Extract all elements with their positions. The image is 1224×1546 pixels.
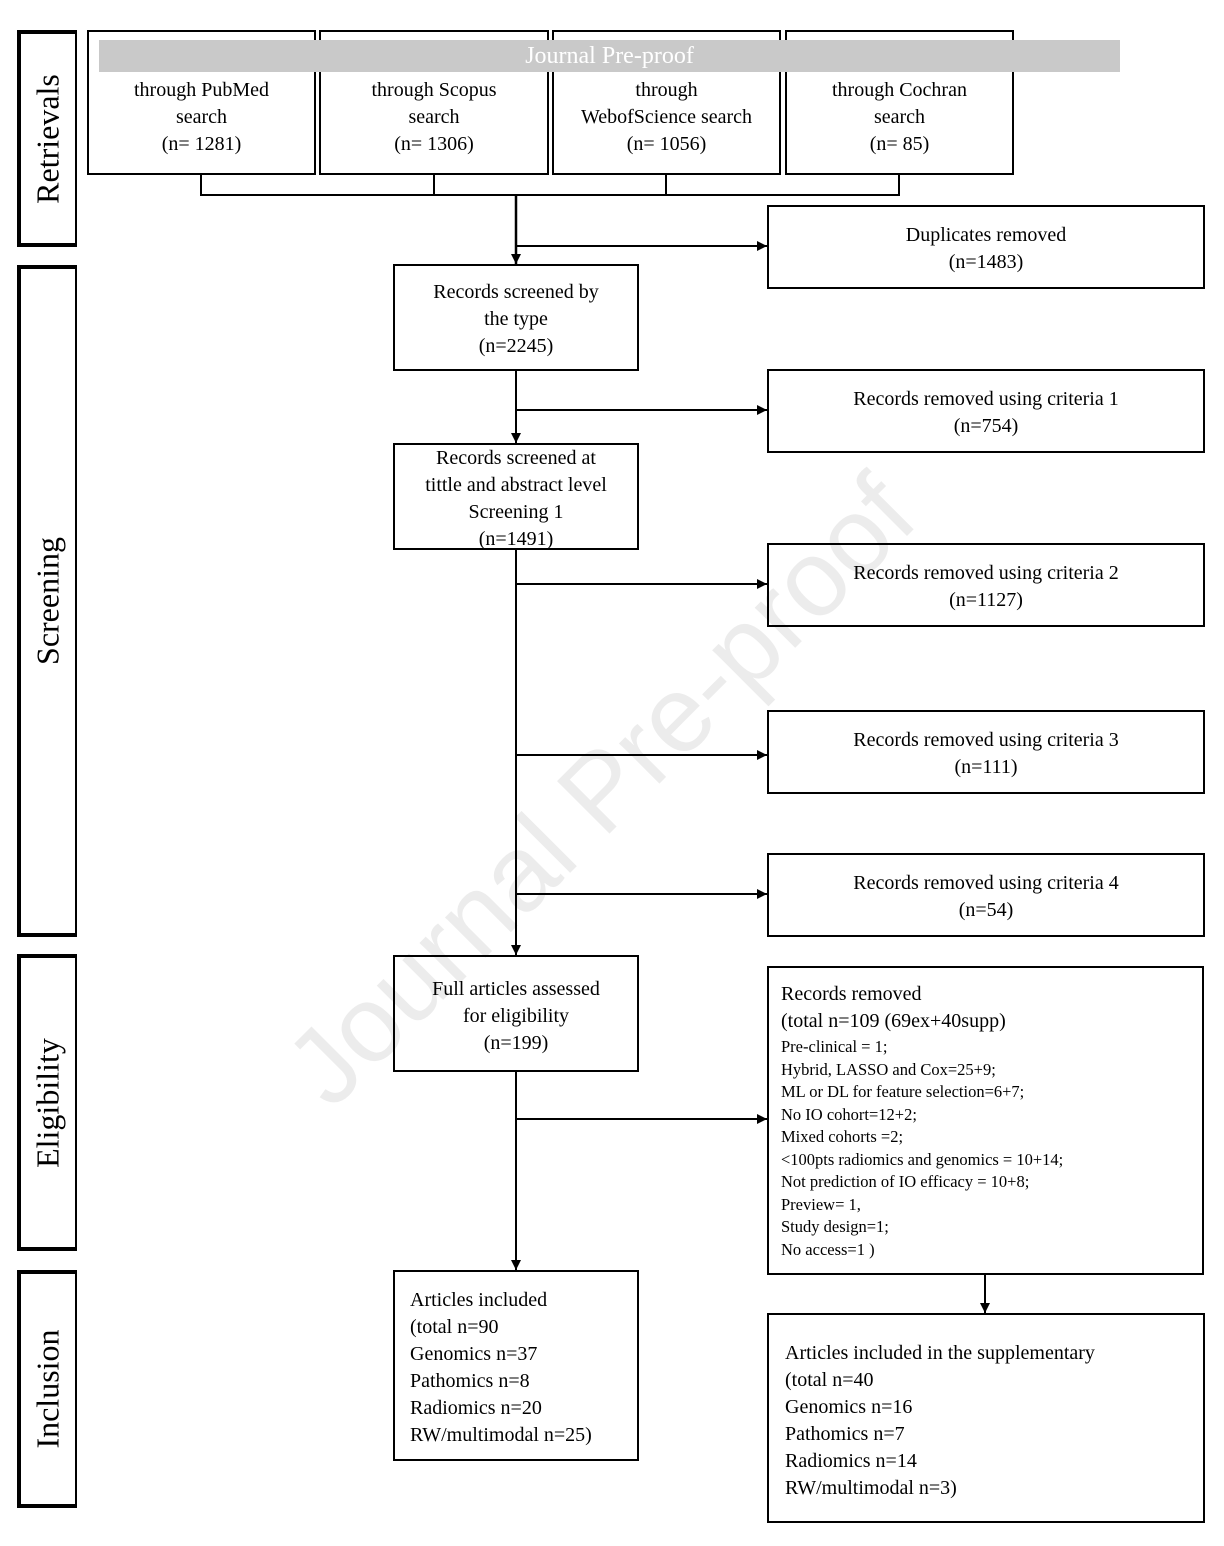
supplementary-articles-box: Articles included in the supplementary (… <box>767 1313 1205 1523</box>
box-line: through PubMed <box>134 79 269 101</box>
removal-reason: Preview= 1, <box>781 1194 861 1214</box>
removed-criteria-1-box: Records removed using criteria 1 (n=754) <box>767 369 1205 453</box>
stage-retrievals: Retrievals <box>17 30 77 247</box>
removed-criteria-2-box: Records removed using criteria 2 (n=1127… <box>767 543 1205 627</box>
removed-criteria-3-box: Records removed using criteria 3 (n=111) <box>767 710 1205 794</box>
screened-by-type-box: Records screened by the type (n=2245) <box>393 264 639 371</box>
box-line: Records removed using criteria 3 <box>853 729 1119 751</box>
removal-reason: Not prediction of IO efficacy = 10+8; <box>781 1172 1030 1191</box>
box-line: Records removed using criteria 1 <box>853 388 1119 410</box>
box-line: Articles included in the supplementary <box>785 1342 1095 1364</box>
box-line: Genomics n=37 <box>410 1343 538 1365</box>
box-line: Radiomics n=14 <box>785 1450 917 1472</box>
stage-eligibility: Eligibility <box>17 954 77 1251</box>
screened-title-abstract-box: Records screened at tittle and abstract … <box>393 443 639 550</box>
box-line: through <box>635 79 698 101</box>
box-line: (total n=90 <box>410 1316 499 1338</box>
box-line: Records removed using criteria 2 <box>853 562 1119 584</box>
box-line: through Scopus <box>371 79 497 101</box>
stage-screening: Screening <box>17 265 77 937</box>
removal-reason: Study design=1; <box>781 1217 889 1236</box>
box-line: (n= 1056) <box>626 133 707 155</box>
box-line: Records removed using criteria 4 <box>853 872 1119 894</box>
stage-inclusion: Inclusion <box>17 1270 77 1508</box>
box-line: Radiomics n=20 <box>410 1397 542 1419</box>
box-line: through Cochran <box>832 79 967 101</box>
removal-reason: <100pts radiomics and genomics = 10+14; <box>781 1149 1064 1169</box>
removal-reason: Hybrid, LASSO and Cox=25+9; <box>781 1059 996 1079</box>
records-removed-eligibility-box: Records removed (total n=109 (69ex+40sup… <box>767 966 1204 1275</box>
box-line: (n=1483) <box>948 251 1024 273</box>
box-line: WebofScience search <box>580 106 753 128</box>
box-total: (total n=109 (69ex+40supp) <box>781 1010 1006 1032</box>
box-line: (total n=40 <box>785 1369 874 1391</box>
stage-screening-label: Screening <box>29 537 66 665</box>
box-line: for eligibility <box>462 1005 570 1027</box>
removal-reason: ML or DL for feature selection=6+7; <box>781 1082 1025 1101</box>
box-title: Records removed <box>781 983 922 1005</box>
box-line: Pathomics n=8 <box>410 1370 530 1392</box>
box-line: (n= 1306) <box>394 133 474 155</box>
box-line: RW/multimodal n=25) <box>410 1424 592 1446</box>
full-articles-box: Full articles assessed for eligibility (… <box>393 955 639 1072</box>
removal-reason: No access=1 ) <box>781 1239 875 1259</box>
stage-eligibility-label: Eligibility <box>29 1037 66 1168</box>
box-line: search <box>873 106 926 128</box>
box-line: (n=111) <box>954 756 1018 778</box>
removal-reason: Mixed cohorts =2; <box>781 1127 904 1146</box>
removal-reason: No IO cohort=12+2; <box>781 1104 917 1124</box>
box-line: (n= 85) <box>869 133 930 155</box>
box-line: (n=54) <box>958 899 1014 921</box>
box-line: search <box>175 106 228 128</box>
box-line: (n=2245) <box>478 335 554 357</box>
box-line: (n=199) <box>483 1032 549 1054</box>
box-line: (n= 1281) <box>161 133 242 155</box>
box-line: Genomics n=16 <box>785 1396 913 1418</box>
box-line: (n=1491) <box>478 528 554 550</box>
box-line: Pathomics n=7 <box>785 1423 905 1445</box>
box-line: search <box>408 106 460 128</box>
box-line: RW/multimodal n=3) <box>785 1477 957 1499</box>
box-line: Records screened at <box>436 447 596 469</box>
removed-criteria-4-box: Records removed using criteria 4 (n=54) <box>767 853 1205 937</box>
box-line: (n=1127) <box>949 589 1023 611</box>
box-line: Screening 1 <box>468 501 564 523</box>
stage-retrievals-label: Retrievals <box>29 73 66 204</box>
journal-preproof-banner: Journal Pre-proof <box>99 40 1120 72</box>
duplicates-removed-box: Duplicates removed (n=1483) <box>767 205 1205 289</box>
box-line: (n=754) <box>953 415 1019 437</box>
removal-reason: Pre-clinical = 1; <box>781 1037 888 1056</box>
articles-included-box: Articles included (total n=90 Genomics n… <box>393 1270 639 1461</box>
box-line: Full articles assessed <box>432 978 600 1000</box>
box-line: the type <box>484 308 548 330</box>
removal-reasons-list: Pre-clinical = 1; Hybrid, LASSO and Cox=… <box>781 1036 1202 1261</box>
box-line: Records screened by <box>433 281 599 303</box>
box-line: Duplicates removed <box>905 224 1067 246</box>
box-line: Articles included <box>410 1289 548 1311</box>
stage-inclusion-label: Inclusion <box>29 1329 66 1449</box>
box-line: tittle and abstract level <box>425 474 607 496</box>
retrieval-merge-line <box>200 174 900 196</box>
